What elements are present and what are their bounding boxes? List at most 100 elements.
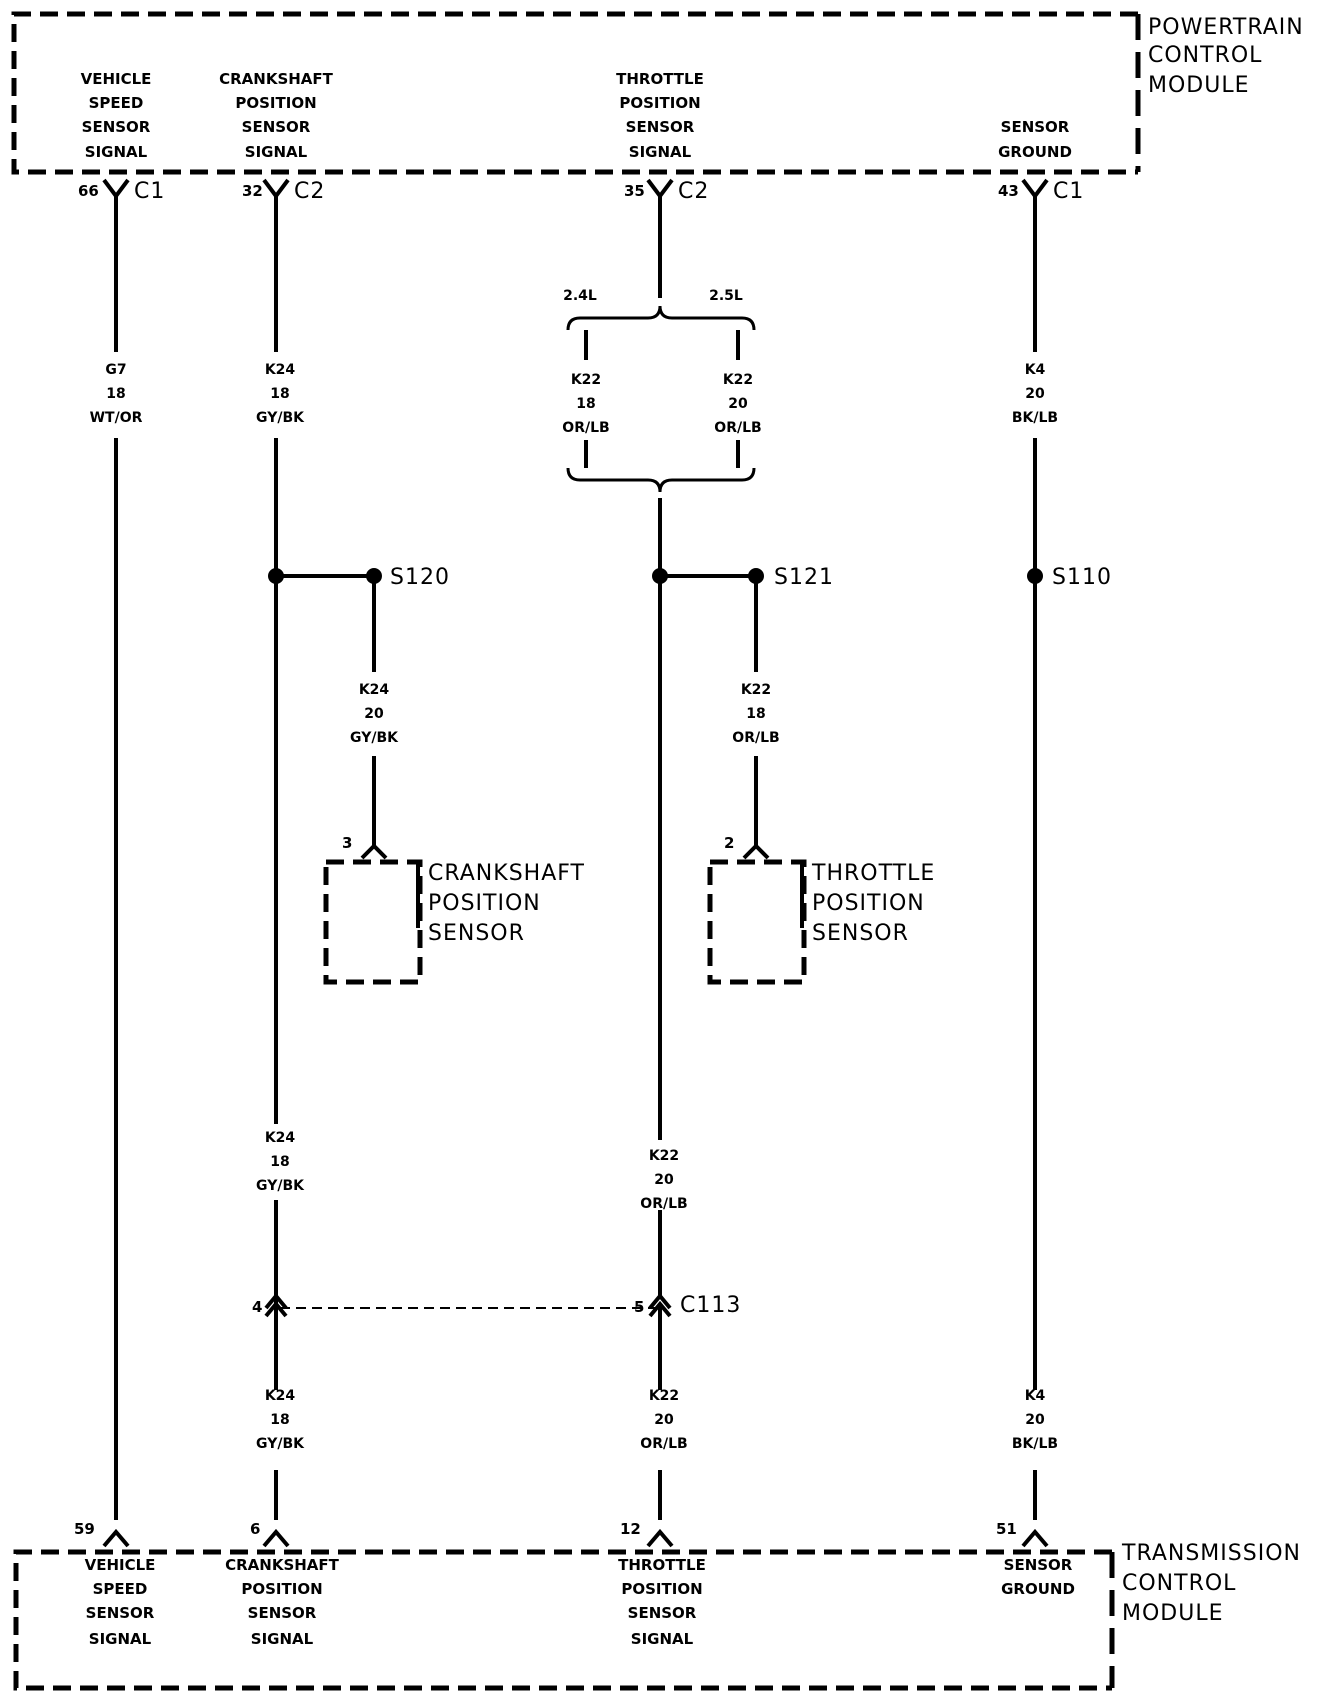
c113-label: C113 [680, 1293, 741, 1318]
splice-s121-label: S121 [774, 565, 834, 590]
tcm-gnd-label-1: SENSOR [1004, 1556, 1073, 1574]
tps-mid-circuit: K22 [649, 1148, 679, 1164]
ckp-mid-gauge: 18 [270, 1154, 289, 1170]
tps-lower-circuit: K22 [649, 1388, 679, 1404]
ckp-upper-color: GY/BK [256, 410, 305, 426]
tcm-ckp-label-4: SIGNAL [251, 1630, 314, 1648]
pcm-ckp-connector: C2 [294, 179, 325, 204]
tcm-gnd-label-2: GROUND [1001, 1580, 1075, 1598]
vss-circuit: G7 [105, 362, 126, 378]
tps-24-gauge: 18 [576, 396, 595, 412]
vss-gauge: 18 [106, 386, 125, 402]
splice-s121: S121 K22 18 OR/LB [652, 565, 834, 860]
gnd-lower-gauge: 20 [1025, 1412, 1045, 1428]
pcm-vss-label-3: SENSOR [82, 118, 151, 136]
gnd-lower-circuit: K4 [1025, 1388, 1046, 1404]
pcm-name-line-1: POWERTRAIN [1148, 15, 1304, 40]
pcm-vss-label-4: SIGNAL [85, 143, 148, 161]
ckp-upper-circuit: K24 [265, 362, 296, 378]
tps-mid-color: OR/LB [640, 1196, 687, 1212]
pcm-tps-pin: 35 [624, 182, 645, 200]
tcm-tps-label-1: THROTTLE [618, 1556, 706, 1574]
ckp-branch-circuit: K24 [359, 682, 390, 698]
pcm-name-line-2: CONTROL [1148, 43, 1262, 68]
tcm-tps-pin: 12 [620, 1520, 641, 1538]
pcm-ckp-pin: 32 [242, 182, 263, 200]
tcm-pin-labels: VEHICLE SPEED SENSOR SIGNAL CRANKSHAFT P… [85, 1556, 1075, 1648]
gnd-upper-gauge: 20 [1025, 386, 1045, 402]
wire-ckp: K24 18 GY/BK K24 18 GY/BK K24 18 GY/BK [256, 196, 305, 1520]
tps-24-color: OR/LB [562, 420, 609, 436]
tcm-vss-pin: 59 [74, 1520, 95, 1538]
wire-sensor-ground: K4 20 BK/LB K4 20 BK/LB S110 [1012, 196, 1112, 1520]
tps-24-circuit: K22 [571, 372, 601, 388]
tps-lower-color: OR/LB [640, 1436, 687, 1452]
ckp-branch-gauge: 20 [364, 706, 384, 722]
tps-sensor-pin: 2 [724, 834, 734, 852]
tcm-vss-label-4: SIGNAL [89, 1630, 152, 1648]
gnd-upper-color: BK/LB [1012, 410, 1058, 426]
ckp-lower-color: GY/BK [256, 1436, 305, 1452]
tcm-vss-label-1: VEHICLE [85, 1556, 156, 1574]
ckp-lower-circuit: K24 [265, 1388, 296, 1404]
tcm-name-line-2: CONTROL [1122, 1571, 1236, 1596]
powertrain-control-module: POWERTRAIN CONTROL MODULE [11, 11, 1304, 175]
pcm-ckp-label-2: POSITION [235, 94, 316, 112]
tcm-connectors: 59 6 12 51 [74, 1520, 1049, 1548]
pcm-gnd-pin: 43 [998, 182, 1019, 200]
tps-25-color: OR/LB [714, 420, 761, 436]
tcm-name-line-1: TRANSMISSION [1121, 1541, 1301, 1566]
tps-25-circuit: K22 [723, 372, 753, 388]
gnd-upper-circuit: K4 [1025, 362, 1046, 378]
transmission-control-module: TRANSMISSION CONTROL MODULE [13, 1541, 1301, 1691]
ckp-upper-gauge: 18 [270, 386, 289, 402]
pcm-gnd-connector: C1 [1053, 179, 1084, 204]
splice-s120-label: S120 [390, 565, 450, 590]
pcm-tps-label-3: SENSOR [626, 118, 695, 136]
pcm-ckp-label-3: SENSOR [242, 118, 311, 136]
pcm-connectors: 66 C1 32 C2 35 C2 43 C1 [78, 178, 1084, 210]
ckp-sensor-name-2: POSITION [428, 891, 541, 916]
tcm-vss-label-3: SENSOR [86, 1604, 155, 1622]
throttle-position-sensor: 2 THROTTLE POSITION SENSOR [707, 834, 935, 985]
pcm-pin-labels: VEHICLE SPEED SENSOR SIGNAL CRANKSHAFT P… [81, 70, 1072, 161]
ckp-branch-color: GY/BK [350, 730, 399, 746]
tps-branch-gauge: 18 [746, 706, 765, 722]
tps-sensor-name-1: THROTTLE [811, 861, 935, 886]
tps-sensor-name-3: SENSOR [812, 921, 909, 946]
tcm-gnd-pin: 51 [996, 1520, 1017, 1538]
pcm-name-line-3: MODULE [1148, 73, 1250, 98]
wire-tps: 2.4L 2.5L K22 18 OR/LB K22 20 OR/LB K22 … [562, 196, 762, 1520]
tps-branch-circuit: K22 [741, 682, 771, 698]
tcm-tps-label-4: SIGNAL [631, 1630, 694, 1648]
engine-option-right: 2.5L [709, 288, 743, 304]
tps-lower-gauge: 20 [654, 1412, 674, 1428]
tcm-tps-label-2: POSITION [621, 1580, 702, 1598]
pcm-vss-label-2: SPEED [89, 94, 144, 112]
ckp-sensor-name-1: CRANKSHAFT [428, 861, 585, 886]
inline-connector-c113: 4 5 C113 [252, 1292, 741, 1318]
pcm-ckp-label-1: CRANKSHAFT [219, 70, 334, 88]
pcm-gnd-label-1: SENSOR [1001, 118, 1070, 136]
gnd-lower-color: BK/LB [1012, 1436, 1058, 1452]
c113-pin-right: 5 [634, 1298, 644, 1316]
ckp-lower-gauge: 18 [270, 1412, 289, 1428]
pcm-vss-connector: C1 [134, 179, 165, 204]
ckp-sensor-name-3: SENSOR [428, 921, 525, 946]
vss-color: WT/OR [90, 410, 143, 426]
pcm-gnd-label-2: GROUND [998, 143, 1072, 161]
splice-s110-label: S110 [1052, 565, 1112, 590]
pcm-tps-label-2: POSITION [619, 94, 700, 112]
tcm-name-line-3: MODULE [1122, 1601, 1224, 1626]
pcm-tps-connector: C2 [678, 179, 709, 204]
pcm-tps-label-4: SIGNAL [629, 143, 692, 161]
pcm-ckp-label-4: SIGNAL [245, 143, 308, 161]
ckp-sensor-pin: 3 [342, 834, 352, 852]
ckp-mid-color: GY/BK [256, 1178, 305, 1194]
splice-s120: S120 K24 20 GY/BK [268, 565, 450, 860]
tps-sensor-name-2: POSITION [812, 891, 925, 916]
c113-pin-left: 4 [252, 1298, 262, 1316]
tcm-ckp-label-1: CRANKSHAFT [225, 1556, 340, 1574]
pcm-tps-label-1: THROTTLE [616, 70, 704, 88]
ckp-mid-circuit: K24 [265, 1130, 296, 1146]
